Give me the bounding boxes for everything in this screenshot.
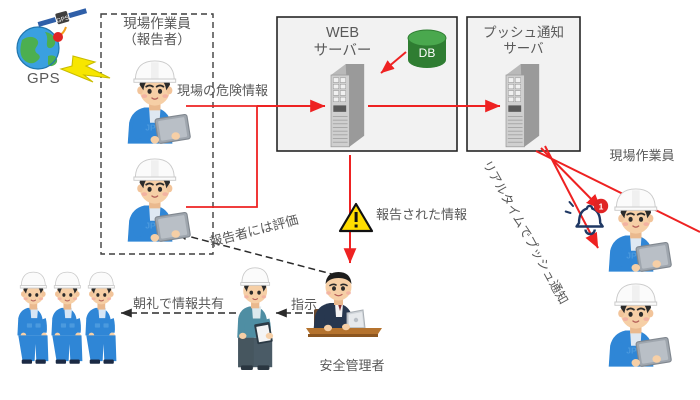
safety-manager-figure — [306, 272, 382, 337]
push-server-title: プッシュ通知 サーバ — [483, 25, 564, 57]
standing-worker-2 — [50, 271, 83, 365]
lightning-bolt-icon — [59, 55, 111, 83]
web-server-icon — [330, 63, 365, 148]
flow-web-to-db — [380, 51, 407, 74]
database-icon — [407, 29, 447, 68]
flow-push-to-worker-c — [535, 150, 700, 233]
label-morning-share: 朝礼で情報共有 — [133, 296, 225, 311]
satellite-icon: GPS — [37, 8, 88, 27]
flow-evaluation-arrow — [175, 231, 348, 279]
reporter-group-box — [100, 13, 214, 255]
push-server-icon — [505, 63, 540, 148]
web-server-title: WEB サーバー — [313, 25, 372, 59]
reporter-worker-1 — [126, 60, 192, 145]
label-reported-info: 報告された情報 — [376, 207, 468, 222]
notification-badge — [593, 198, 609, 214]
bell-notification-icon — [564, 201, 604, 236]
label-safety-manager: 安全管理者 — [319, 358, 385, 373]
svg-text:GPS: GPS — [56, 15, 70, 24]
flow-worker2 — [186, 106, 258, 208]
reporter-group-title: 現場作業員 （報告者） — [123, 16, 191, 48]
label-site-danger-info: 現場の危険情報 — [177, 83, 269, 98]
field-worker-right-2 — [607, 283, 673, 368]
reporter-worker-2 — [126, 157, 192, 243]
warning-triangle-icon — [338, 202, 374, 233]
database-label: DB — [418, 46, 436, 60]
standing-worker-3 — [84, 271, 117, 365]
gps-label: GPS — [27, 70, 61, 87]
satellite-signal-dot — [53, 32, 63, 42]
supervisor-figure — [237, 267, 274, 370]
standing-worker-1 — [16, 271, 49, 365]
flow-push-to-worker-b — [544, 145, 599, 249]
label-field-workers-right: 現場作業員 — [609, 148, 675, 163]
field-worker-right-1 — [607, 187, 673, 273]
globe-icon — [16, 26, 60, 70]
notification-badge-count: 1 — [599, 201, 604, 211]
label-instruction: 指示 — [291, 297, 318, 312]
